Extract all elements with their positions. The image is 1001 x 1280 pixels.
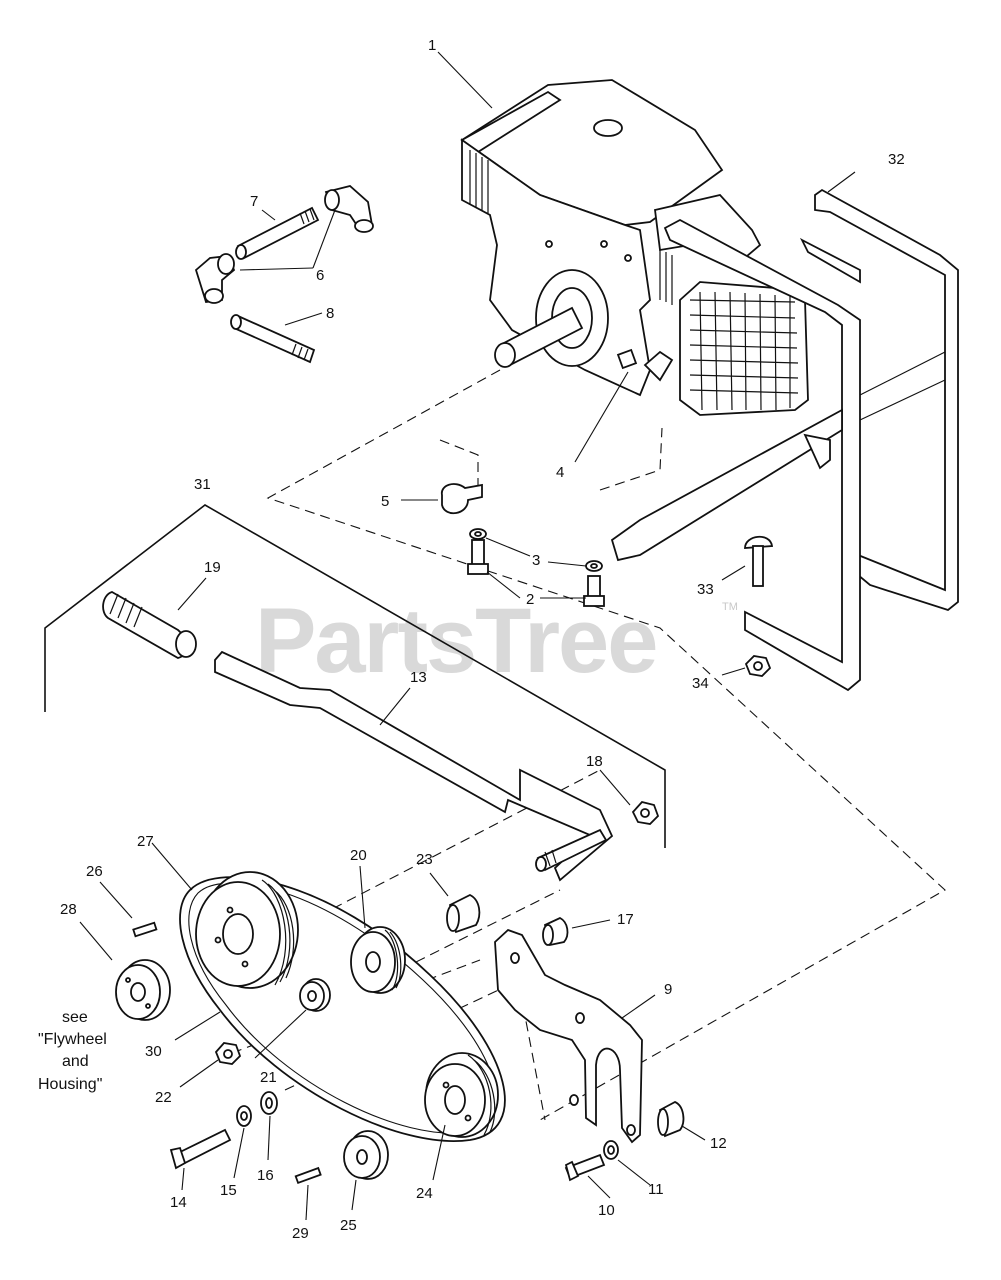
frame-rear (610, 188, 959, 692)
callout-10: 10 (598, 1202, 615, 1219)
mounting-bracket-9 (494, 928, 643, 1144)
nut-22 (214, 1042, 242, 1065)
carriage-bolt-and-nut (744, 535, 774, 677)
small-fasteners-upper (441, 483, 605, 607)
callout-29: 29 (292, 1225, 309, 1242)
callout-18: 18 (586, 753, 603, 770)
hub-25 (343, 1130, 389, 1180)
callout-2: 2 (526, 591, 534, 608)
callout-16: 16 (257, 1167, 274, 1184)
callout-11: 11 (648, 1181, 664, 1198)
callout-1: 1 (428, 37, 436, 54)
key-26 (132, 921, 158, 938)
callout-3: 3 (532, 552, 540, 569)
callout-6: 6 (316, 267, 324, 284)
callout-4: 4 (556, 464, 564, 481)
callout-15: 15 (220, 1182, 237, 1199)
bolt-10-washer-11 (564, 1140, 619, 1182)
belt-guard-outline (44, 504, 666, 848)
callout-labels: 1 2 3 4 5 6 7 8 9 10 11 12 13 14 15 16 1… (60, 37, 905, 1242)
note-line-4: Housing" (38, 1076, 102, 1093)
callout-31: 31 (194, 476, 211, 493)
drive-pulley-27 (195, 871, 299, 989)
callout-25: 25 (340, 1217, 357, 1234)
leader-lines (79, 51, 856, 1221)
callout-21: 21 (260, 1069, 277, 1086)
bushing-17 (542, 917, 569, 947)
callout-17: 17 (617, 911, 634, 928)
reference-note: see "Flywheel and Housing" (38, 1009, 107, 1093)
spacer-19 (102, 591, 197, 659)
watermark-trademark: TM (722, 601, 738, 613)
callout-23: 23 (416, 851, 433, 868)
key-29 (294, 1166, 322, 1185)
fuel-pipe-fittings (194, 185, 374, 364)
callout-32: 32 (888, 151, 905, 168)
callout-33: 33 (697, 581, 714, 598)
note-line-2: "Flywheel (38, 1031, 107, 1048)
callout-20: 20 (350, 847, 367, 864)
spacer-12 (657, 1100, 685, 1138)
note-line-1: see (62, 1009, 88, 1026)
callout-19: 19 (204, 559, 221, 576)
idler-pulley-20 (350, 926, 406, 994)
callout-13: 13 (410, 669, 427, 686)
lock-nut-18 (631, 800, 660, 825)
callout-8: 8 (326, 305, 334, 322)
callout-28: 28 (60, 901, 77, 918)
callout-9: 9 (664, 981, 672, 998)
driven-pulley-24 (424, 1052, 499, 1138)
watermark-brand: PartsTree (255, 590, 656, 692)
callout-27: 27 (137, 833, 154, 850)
note-line-3: and (62, 1053, 89, 1070)
idler-arm (214, 650, 614, 882)
callout-24: 24 (416, 1185, 433, 1202)
callout-14: 14 (170, 1194, 187, 1211)
engine (460, 79, 809, 416)
callout-22: 22 (155, 1089, 172, 1106)
callout-12: 12 (710, 1135, 727, 1152)
callout-7: 7 (250, 193, 258, 210)
callout-34: 34 (692, 675, 709, 692)
bushing-23 (446, 893, 481, 934)
callout-26: 26 (86, 863, 103, 880)
bolt-14-washers (169, 1091, 278, 1170)
hub-28 (115, 959, 171, 1021)
callout-30: 30 (145, 1043, 162, 1060)
callout-5: 5 (381, 493, 389, 510)
flange-21 (299, 978, 331, 1012)
